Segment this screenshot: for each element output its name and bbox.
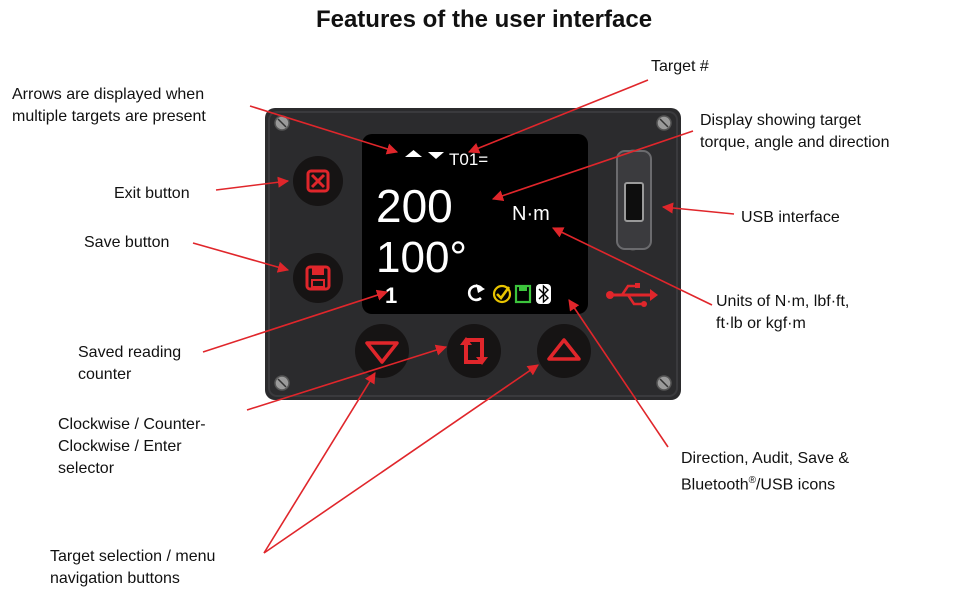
callout-nav-line1: Target selection / menu — [50, 548, 216, 565]
callout-display-line2: torque, angle and direction — [700, 134, 890, 151]
callout-counter: Saved reading counter — [78, 342, 181, 386]
target-id: T01= — [449, 150, 488, 169]
screw-icon — [656, 375, 672, 391]
callout-cw-line3: selector — [58, 460, 115, 477]
callout-units-line2: ft·lb or kgf·m — [716, 315, 806, 332]
direction-icon — [467, 284, 485, 302]
callout-icons-bluetooth: Bluetooth — [681, 476, 749, 494]
page-title: Features of the user interface — [315, 6, 653, 33]
audit-check-icon — [492, 284, 512, 304]
exit-button[interactable] — [293, 156, 343, 206]
callout-arrows-line1: Arrows are displayed when — [12, 86, 205, 103]
callout-display-line1: Display showing target — [700, 112, 861, 129]
usb-logo-icon — [606, 283, 658, 307]
up-navigation-button[interactable] — [537, 324, 591, 378]
display-screen — [362, 134, 588, 314]
callout-icons-usb: /USB icons — [755, 476, 836, 494]
save-status-icon — [514, 284, 532, 304]
callout-usb: USB interface — [741, 209, 840, 226]
screw-icon — [656, 115, 672, 131]
unit-label: N·m — [512, 203, 550, 225]
callout-direction-selector: Clockwise / Counter- Clockwise / Enter s… — [58, 414, 206, 480]
angle-value: 100° — [376, 233, 467, 282]
save-icon — [305, 265, 331, 291]
screw-icon — [274, 375, 290, 391]
up-arrow-icon — [547, 338, 581, 361]
callout-icons-registered: ® — [748, 475, 756, 486]
target-arrows-icon — [405, 150, 444, 159]
callout-target-number: Target # — [651, 58, 709, 75]
callout-exit: Exit button — [114, 185, 190, 202]
callout-arrows: Arrows are displayed when multiple targe… — [12, 84, 206, 128]
callout-counter-line2: counter — [78, 366, 132, 383]
down-navigation-button[interactable] — [355, 324, 409, 378]
callout-pointers — [192, 79, 735, 554]
callout-cw-line2: Clockwise / Enter — [58, 438, 182, 455]
bluetooth-icon — [536, 284, 551, 304]
callout-units-line1: Units of N·m, lbf·ft, — [716, 293, 850, 310]
direction-toggle-icon — [460, 337, 488, 365]
usb-port-icon[interactable] — [616, 150, 652, 250]
callout-cw-line1: Clockwise / Counter- — [58, 416, 206, 433]
direction-enter-button[interactable] — [447, 324, 501, 378]
callout-icons-line2: Bluetooth®/USB icons — [681, 470, 849, 496]
callout-units: Units of N·m, lbf·ft, ft·lb or kgf·m — [716, 291, 849, 335]
callout-status-icons: Direction, Audit, Save & Bluetooth®/USB … — [681, 448, 849, 496]
callout-navigation: Target selection / menu navigation butto… — [50, 546, 215, 590]
callout-display: Display showing target torque, angle and… — [700, 110, 889, 154]
callout-save: Save button — [84, 234, 170, 251]
save-button[interactable] — [293, 253, 343, 303]
callout-icons-line1: Direction, Audit, Save & — [681, 450, 850, 467]
down-arrow-icon — [365, 341, 399, 364]
torque-value: 200 — [376, 180, 453, 232]
saved-counter: 1 — [385, 283, 397, 308]
callout-arrows-line2: multiple targets are present — [12, 108, 206, 125]
callout-nav-line2: navigation buttons — [50, 570, 180, 587]
callout-counter-line1: Saved reading — [78, 344, 182, 361]
exit-icon — [306, 169, 330, 193]
